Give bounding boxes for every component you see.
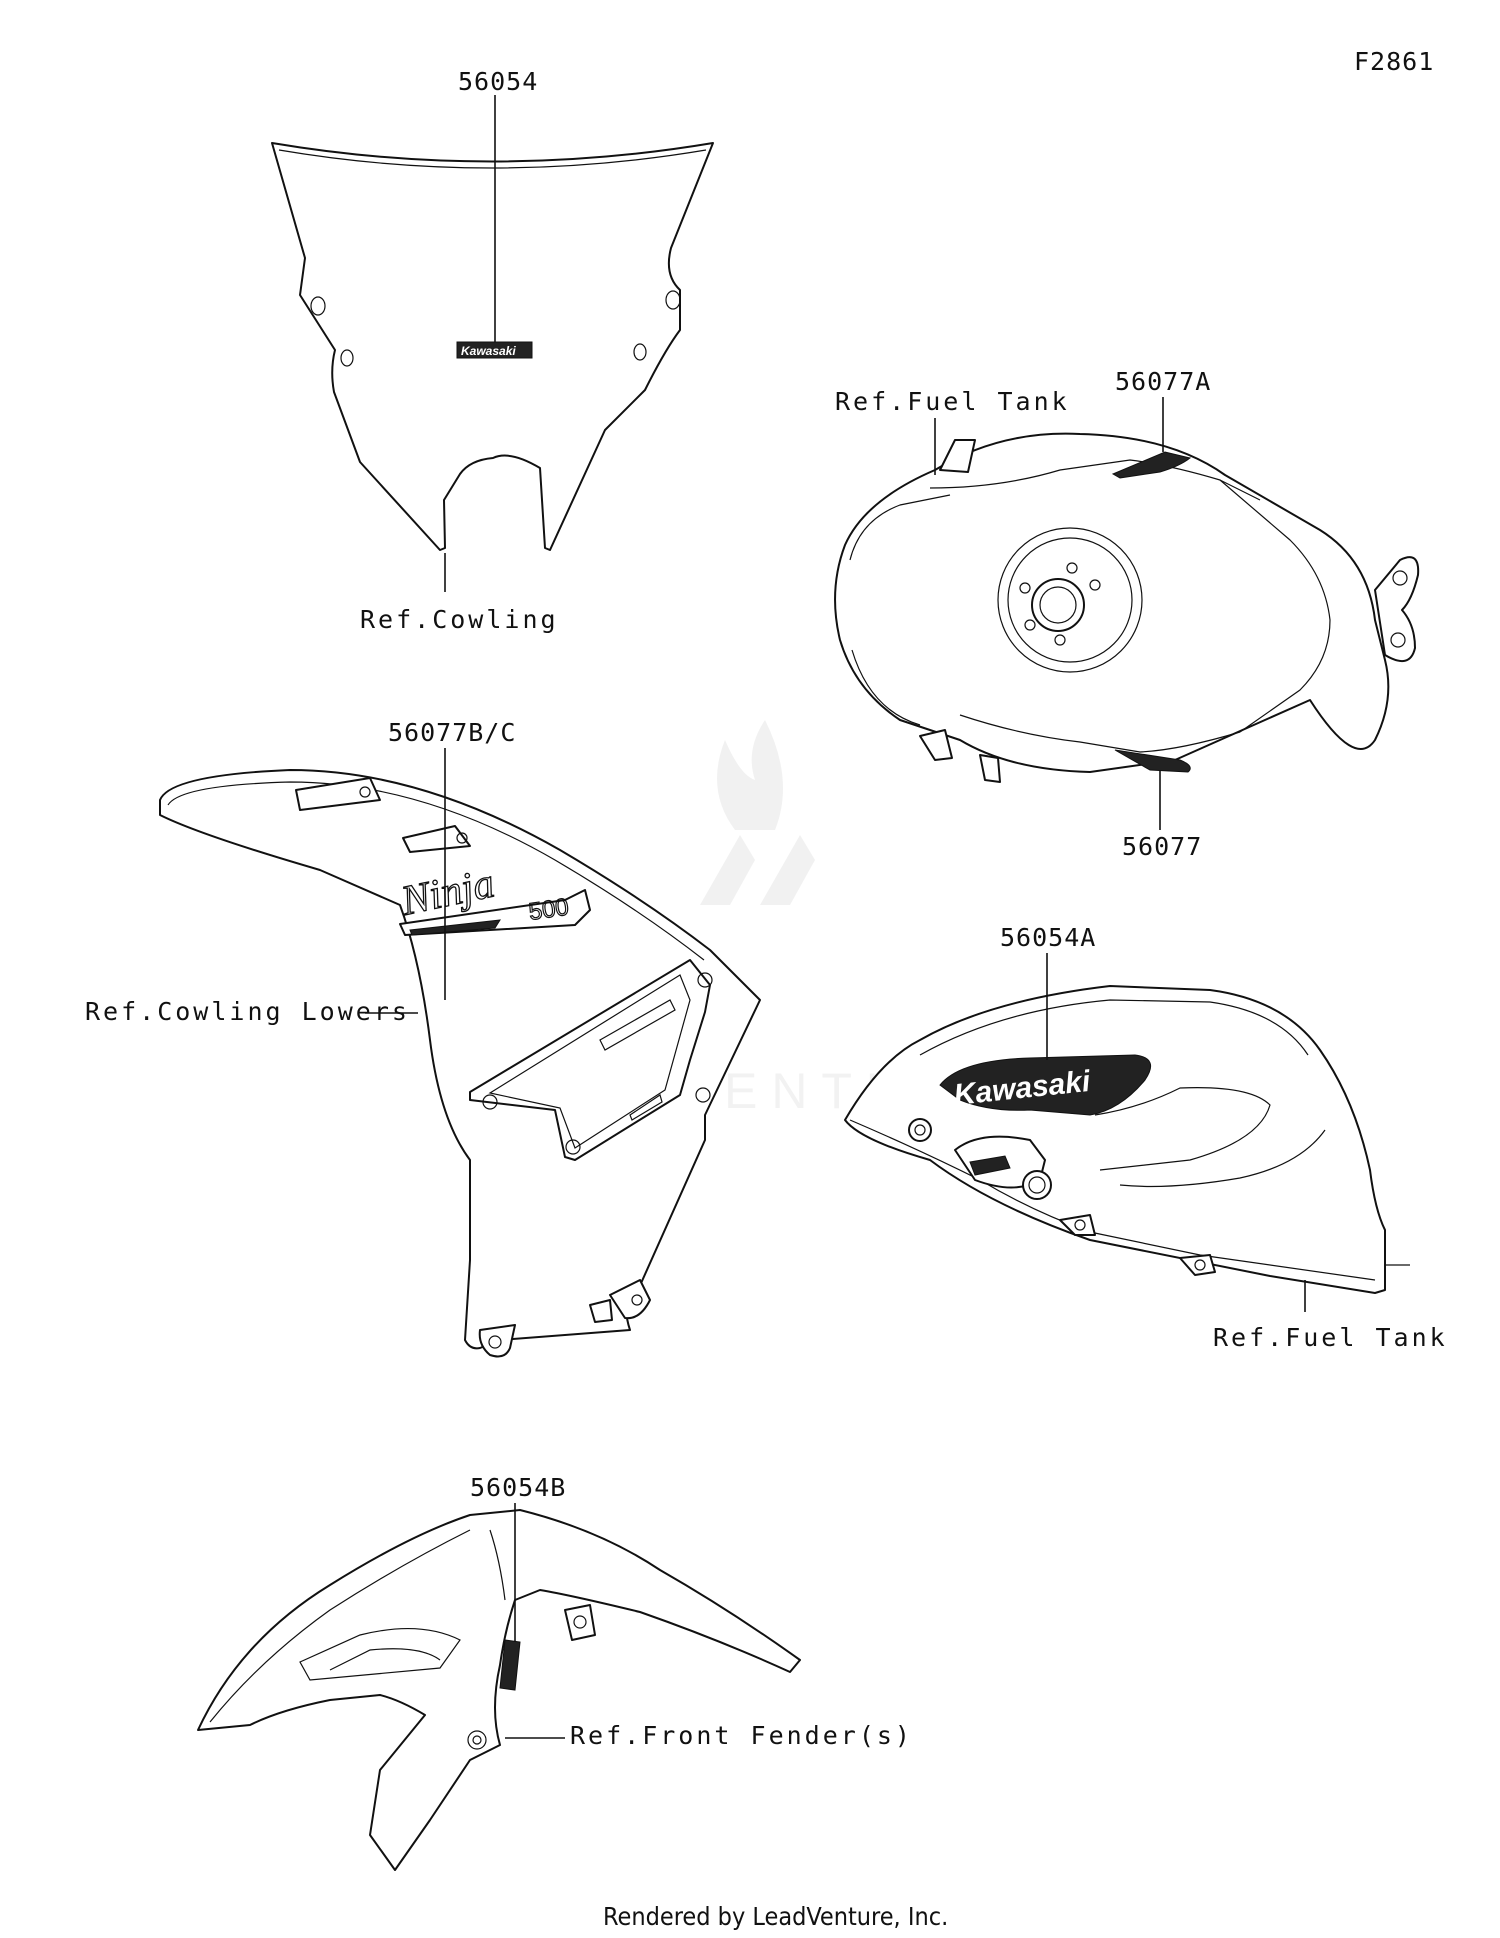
figure-code: F2861: [1354, 47, 1434, 76]
windshield-decal-text: Kawasaki: [461, 344, 516, 358]
label-ref-cowling-lowers: Ref.Cowling Lowers: [85, 997, 410, 1026]
tank-top-decal-upper: [1111, 451, 1192, 479]
fuel-tank-top: [834, 432, 1420, 783]
label-ref-front-fender: Ref.Front Fender(s): [570, 1721, 913, 1750]
label-56054B: 56054B: [470, 1473, 566, 1502]
fuel-tank-side: Kawasaki: [844, 985, 1410, 1294]
label-56077A: 56077A: [1115, 367, 1211, 396]
windshield: Kawasaki: [271, 142, 714, 551]
tank-side-decal-panel: [939, 1054, 1152, 1116]
tank-top-decal-lower: [1114, 749, 1191, 773]
front-fender: [197, 1509, 801, 1871]
footer-credit: Rendered by LeadVenture, Inc.: [603, 1902, 948, 1931]
label-56054A: 56054A: [1000, 923, 1096, 952]
cowling-decal-number: 500: [527, 894, 570, 926]
label-56054: 56054: [458, 67, 538, 96]
label-ref-cowling: Ref.Cowling: [360, 605, 559, 634]
label-ref-fuel-tank-side: Ref.Fuel Tank: [1213, 1323, 1448, 1352]
cowling-lower: Ninja 500: [159, 769, 761, 1358]
label-56077: 56077: [1122, 832, 1202, 861]
label-56077B-C: 56077B/C: [388, 718, 516, 747]
label-ref-fuel-tank-top: Ref.Fuel Tank: [835, 387, 1070, 416]
